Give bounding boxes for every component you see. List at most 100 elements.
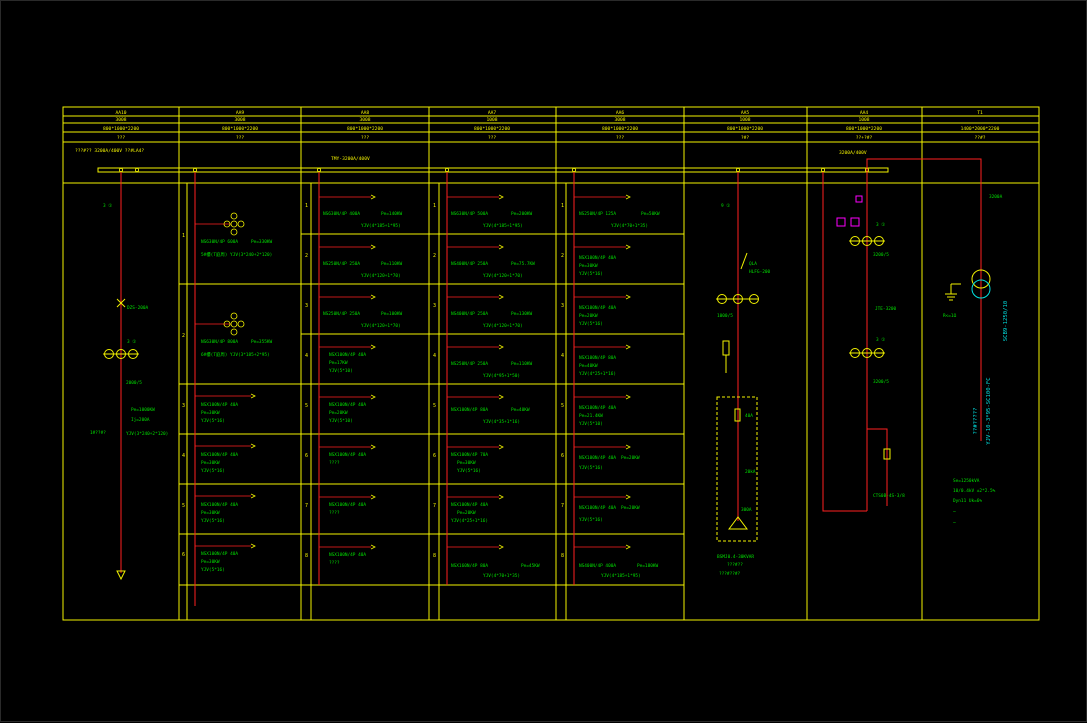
feeder-pe: Pe=110KW [381,261,403,267]
capacitor-note-2: ???#??#? [719,571,741,577]
incoming-spec: Ij=200A [131,417,150,423]
feeder-pe: Pe=30KW [457,460,476,466]
reactor-rating: 300A [741,507,752,513]
header-cell: AA5 [741,110,750,116]
feeder-spec: NSX100N/4P 40A [329,552,366,558]
transformer-spec: Se=1250kVA [953,478,980,484]
row-number: 2 [182,333,185,339]
fuse-label-2: HLFG-200 [749,269,771,275]
feeder-pe: Pe=30KW [201,510,220,516]
panel-aa9: 1 2 NS630N/4P 600A Pe=330KW 5#樓(T庭周) YJV… [182,172,273,606]
fuse-label: QLA [749,261,757,267]
panel-aa6: 1 NS250N/4P 125A Pe=50KW YJV(4*70+1*35) … [561,172,660,585]
row-number: 5 [561,403,564,409]
feeder-spec: NSX100N/4P 40A [451,502,488,508]
feeder-pe: Pe=130KW [511,311,533,317]
cable-label: YJV-10-3*95-SC100-FC [986,377,992,444]
row-number: 4 [305,353,308,359]
feeder-pe: Pe=20KW [329,410,348,416]
header-cell: 800*1000*2200 [846,126,882,132]
row-number: 4 [182,453,185,459]
feeder-arrows [574,194,631,550]
row-number: 5 [433,403,436,409]
incoming-note: 1#??#? [90,430,106,436]
feeder-cable: YJV(4*25+1*16) [579,371,616,377]
row-number: 2 [305,253,308,259]
feeder-pe: Pe=40KW [511,407,530,413]
header-cell: 1400*2000*2200 [961,126,1000,132]
feeder-pe: Pe=45KW [521,563,540,569]
feeder-cable: YJV(5*16) [201,418,225,424]
header-row-4: ??? ??? ??? ??? ??? ?#? ??+?#? ??#? [117,135,986,141]
feeder-spec: NS630N/4P 500A [451,211,488,217]
panel-incoming: 3 ① DZS-200A 3 ① 2000/5 Pe=1000KW Ij=200… [90,172,168,581]
feeder-spec: NS250N/4P 125A [579,211,616,217]
header-row-3: 800*1000*2200 800*1000*2200 800*1000*220… [103,126,1000,132]
feeder-spec: NSX100N/4P 40A [579,305,616,311]
fuse-rating: 40A [745,413,753,419]
feeder-cable: YJV(5*10) [329,418,353,424]
header-cell: AA4 [860,110,869,116]
header-cell: AA6 [616,110,625,116]
feeder-pe: Pe=30KW [579,263,598,269]
header-cell: 800*1000*2200 [222,126,258,132]
feeder-pe: Pe=110KW [511,361,533,367]
row-number: 4 [433,353,436,359]
feeder-cable: YJV(5*16) [201,468,225,474]
feeder-cable: YJV(5*16) [201,518,225,524]
feeder-pe: Pe=50KW [641,211,660,217]
feeder-pe: Pe=30KW [201,559,220,565]
small-feeders: 3 NSX100N/4P 40A Pe=30KW YJV(5*16) 4 NSX… [182,402,238,573]
feeder-cable: YJV(4*70+1*35) [483,573,520,579]
row-number: 7 [561,503,564,509]
transformer-spec: … [953,520,956,525]
feeder-cable: YJV(4*25+1*16) [451,518,488,524]
header-cell: ??+?#? [856,135,873,141]
feeder-cable: ???? [329,510,340,516]
capacitor-note: ???#?? [727,562,743,568]
header-cell: 800*1000*2200 [347,126,383,132]
feeder-cable: YJV(4*95+1*50) [483,373,520,379]
row-number: 1 [561,203,564,209]
feeder-spec: NS400N/4P 250A [451,261,488,267]
bus-label-right: 3200A/400V [839,150,867,156]
feeder-pe: Pe=100KW [381,311,403,317]
row-number: 6 [561,453,564,459]
qs-label: 3 ① [103,203,112,209]
bottom-label: CTS0B-4S-3/8 [873,493,905,499]
row-number: 3 [305,303,308,309]
feeder-spec: NSX100N/4P 40A [579,505,616,511]
row-number: 5 [305,403,308,409]
feeder-spec: NSX100N/4P 40A [579,455,616,461]
feeder-cable: ???? [329,460,340,466]
feeder-pe: Pe=20KW [457,510,476,516]
header-cell: 3008 [234,117,245,123]
transformer-spec: Dyn11 Uk=6% [953,498,982,504]
breaker-label: DZS-200A [127,305,149,311]
ct-ratio-2: 3200/5 [873,379,889,385]
header-cell: AA10 [115,110,126,116]
feeder-spec: NS630N/4P 800A [201,339,238,345]
feeder-spec: NSX100N/4P 40A [201,502,238,508]
feeder-pe: Pe=30KW [201,410,220,416]
feeder-cable: YJV(5*10) [329,368,353,374]
feeder-spec: NS630N/4P 600A [201,239,238,245]
header-cell: 3008 [359,117,370,123]
feeder-cable: YJV(4*120+1*70) [483,323,523,329]
panel-tie: 3 ① 3200/5 JTE-3200 3 ① 3200/5 CTS0B-4S-… [822,158,982,512]
row-number: 6 [305,453,308,459]
feeder-spec: NSX100N/4P 40A [201,452,238,458]
header-cell: 1008 [739,117,750,123]
feeder-spec: NSX100N/4P 40A [579,405,616,411]
feeder-pe: Pe=20KW [579,313,598,319]
header-cell: T1 [977,110,983,116]
feeder-pe: Pe=200KW [511,211,533,217]
header-cell: 800*1000*2200 [474,126,510,132]
breaker-rating: 3200A [989,194,1003,200]
isolating-switch-symbol [116,298,126,308]
bus-label-left: ???#?? 3200A/400V ??#LA4? [75,148,144,154]
header-cell: 3008 [614,117,625,123]
ct-symbol [849,236,885,358]
